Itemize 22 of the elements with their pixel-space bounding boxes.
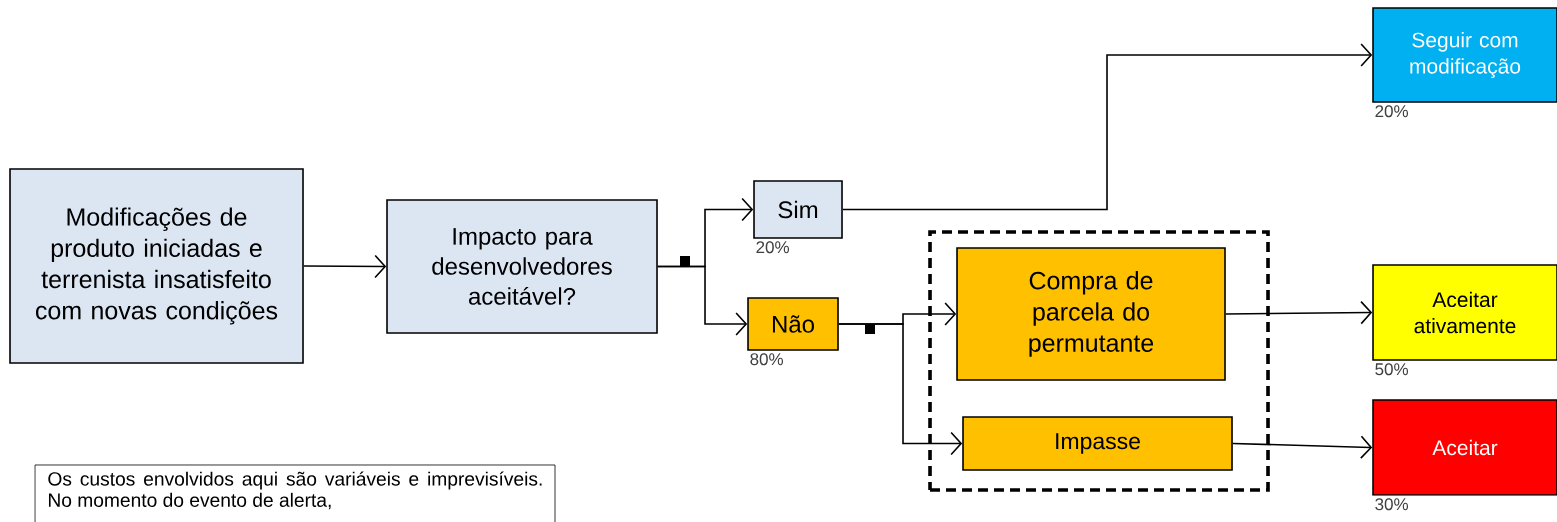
process-box: Compra de parcela do permutante: [956, 247, 1226, 381]
arrow: [657, 265, 748, 336]
process-box: Impasse: [962, 416, 1233, 471]
arrow: [303, 254, 387, 279]
process-box: Sim: [753, 180, 843, 239]
process-box: Impacto para desenvolvedores aceitável?: [386, 199, 658, 334]
process-box: Aceitar: [1372, 399, 1557, 496]
arrow: [842, 43, 1373, 211]
arrow: [1232, 435, 1373, 459]
process-box: Modificações de produto iniciadas e terrenista insatisfeito com novas condições: [9, 168, 304, 364]
arrow: [1225, 300, 1373, 325]
process-box: Não: [747, 297, 839, 351]
percentage-label: 20%: [1375, 105, 1409, 118]
percentage-label: 20%: [756, 241, 790, 254]
process-box: Aceitar ativamente: [1372, 264, 1557, 361]
note-box: Os custos envolvidos aqui são variáveis e imprevisíveis. No momento do evento de alerta,: [34, 464, 556, 522]
percentage-label: 30%: [1375, 498, 1409, 511]
percentage-label: 50%: [1375, 363, 1409, 376]
process-box: Seguir com modificação: [1372, 7, 1557, 103]
dashed-group-box: [928, 230, 1270, 492]
percentage-label: 80%: [750, 353, 784, 366]
arrow: [838, 323, 963, 456]
